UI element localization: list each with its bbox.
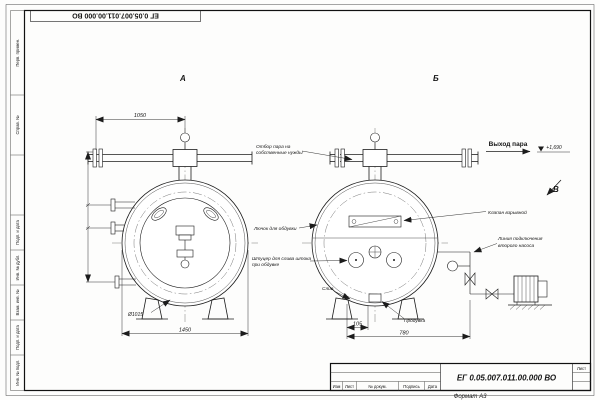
view-b: Б (302, 74, 479, 340)
view-b-legs (326, 297, 424, 320)
view-a-vessel (121, 179, 249, 307)
callout-steam-tap-2: собственные нужды (256, 150, 303, 156)
sheet-label: Лист (577, 366, 586, 371)
margin-label-vzam-inv: Взам. инв. № (15, 289, 20, 315)
valve-icon (464, 272, 471, 286)
callout-steam-tap-1: Отбор пара на (256, 144, 291, 150)
view-a-steam-pipe (87, 132, 253, 180)
view-a-dimensions: 1050 1450 Ø1015 (85, 113, 249, 337)
dim-1050: 1050 (134, 113, 147, 119)
view-b-label: Б (433, 74, 439, 83)
col-list: Лист (345, 384, 354, 389)
valve-icon (485, 288, 493, 300)
center-fitting (175, 225, 195, 269)
callout-stem-drain-1: Штуцер для слива штока (252, 256, 311, 262)
pipe-flange (98, 148, 103, 168)
safety-valve-assembly (172, 132, 198, 167)
elevation-mark: +1,690 (537, 145, 570, 153)
view-a-label: А (179, 74, 186, 83)
col-podpis: Подпись (403, 384, 420, 389)
callout-pump-line-2: второго насоса (498, 244, 534, 249)
callouts: Отбор пара на собственные нужды Лючок дл… (252, 144, 543, 324)
dim-1450: 1450 (179, 328, 192, 334)
col-data: Дата (428, 384, 438, 389)
inspection-plate (348, 215, 402, 228)
pipe-flange (334, 148, 339, 168)
margin-label-perv-primen: Перв. примен. (15, 39, 20, 67)
handhole-right (203, 207, 219, 221)
margin-label-inv-dubl: Инв. № дубл. (15, 255, 20, 281)
elevation-label: +1,690 (546, 145, 562, 151)
pipe-flange (467, 148, 472, 168)
margin-label-podp-data-1: Подп. и дата (15, 219, 20, 244)
pressure-gauge-icon (447, 260, 458, 272)
steam-output-label: Выход пара (489, 141, 528, 148)
view-direction-b: В (546, 179, 562, 196)
handhole-left (151, 207, 167, 221)
col-izm: Изм (333, 384, 341, 389)
view-b-steam-pipe (329, 132, 479, 180)
sheet-frame: Перв. примен. Справ. № Подп. и дата Инв.… (5, 4, 595, 396)
safety-valve-assembly (362, 132, 388, 167)
callout-pump-line-1: Линия подключения (497, 236, 543, 242)
callout-drain: Слив (322, 286, 334, 292)
callout-blowdown: Продувка (404, 318, 426, 324)
callout-hatch: Лючок для обдувки (253, 226, 297, 232)
margin-cells: Перв. примен. Справ. № Подп. и дата Инв.… (15, 39, 20, 386)
dim-780: 780 (399, 331, 409, 337)
direction-label: В (553, 185, 559, 194)
direction-arrow (546, 179, 562, 196)
margin-label-inv-podl: Инв. № подл. (15, 360, 20, 386)
margin-label-sprav-no: Справ. № (15, 115, 20, 135)
callout-safety-valve: Клапан взрывной (488, 209, 527, 216)
col-dokum: № докум. (368, 384, 386, 389)
sight-glasses (348, 245, 402, 268)
view-a-legs (136, 297, 234, 320)
pump-assembly (437, 251, 552, 310)
gauge-icon (370, 132, 380, 143)
margin-label-podp-data-2: Подп. и дата (15, 324, 20, 349)
dim-diameter: Ø1015 (127, 312, 143, 318)
dim-105: 105 (353, 322, 363, 328)
doc-number: ЕГ 0.05.007.011.00.000 ВО (457, 374, 557, 383)
view-b-dimensions: 105 780 (346, 300, 471, 340)
gauge-icon (180, 132, 190, 143)
top-stamp-doc-number: ЕГ 0.05.007.011.00.000 ВО (72, 11, 159, 18)
pipe-flange (92, 148, 97, 168)
steam-outlet: Выход пара +1,690 (486, 141, 570, 155)
view-b-vessel (311, 179, 439, 307)
format-note: Формат А3 (454, 394, 487, 400)
title-block: Изм Лист № докум. Подпись Дата ЕГ 0.05.0… (329, 362, 592, 392)
top-stamp: ЕГ 0.05.007.011.00.000 ВО (30, 10, 201, 22)
view-a: А (85, 74, 258, 337)
level-triangle-icon (538, 146, 544, 152)
bottom-fitting (368, 293, 382, 303)
pump-unit (508, 275, 552, 310)
pipe-flange (461, 148, 466, 168)
callout-stem-drain-2: при обдувке (252, 262, 279, 268)
